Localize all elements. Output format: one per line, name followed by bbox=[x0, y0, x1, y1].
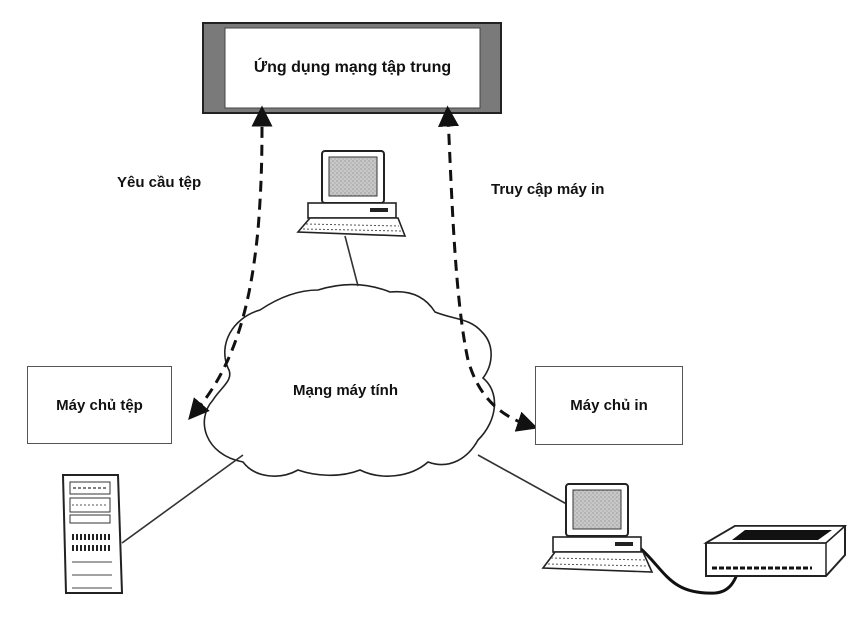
arrow-file-request bbox=[188, 105, 273, 420]
central-app-box bbox=[202, 22, 502, 114]
workstation-top-icon bbox=[296, 150, 407, 237]
arrow-printer-access bbox=[438, 105, 538, 432]
printer-icon bbox=[703, 525, 848, 577]
print-server-label: Máy chủ in bbox=[570, 397, 648, 414]
link-file-server bbox=[121, 454, 244, 544]
file-server-box: Máy chủ tệp bbox=[27, 366, 172, 444]
file-server-tower-icon bbox=[61, 474, 124, 594]
print-server-box: Máy chủ in bbox=[535, 366, 683, 445]
network-cloud bbox=[203, 283, 496, 477]
link-top-computer bbox=[344, 235, 359, 287]
file-request-label: Yêu cầu tệp bbox=[117, 174, 202, 191]
printer-access-label: Truy cập máy in bbox=[491, 181, 605, 198]
network-label: Mạng máy tính bbox=[293, 382, 399, 399]
print-workstation-icon bbox=[541, 483, 654, 573]
link-print-computer bbox=[477, 454, 573, 508]
central-app-label: Ứng dụng mạng tập trung bbox=[253, 59, 452, 76]
file-server-label: Máy chủ tệp bbox=[56, 396, 143, 414]
printer-cable bbox=[639, 546, 740, 595]
